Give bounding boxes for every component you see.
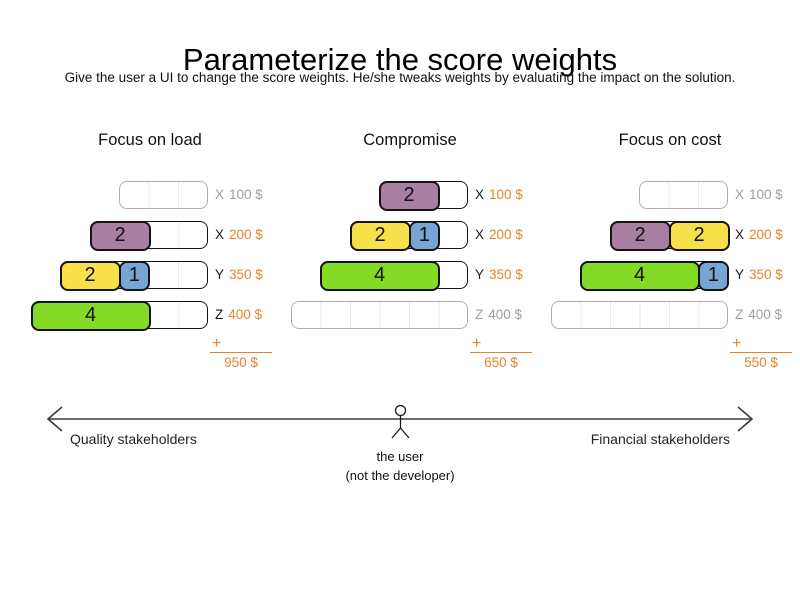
machine-name: X [475,187,485,202]
cost-sum: + 650 $ [470,335,532,370]
weight-block-purple: 2 [378,180,440,211]
capacity-bar-x200: 2 2 [609,220,730,251]
machine-cost: 350 $ [749,267,783,282]
machine-cost: 200 $ [229,227,263,242]
capacity-bar-y350: 4 1 [579,260,729,291]
capacity-bar-z400 [551,301,728,329]
machine-name: X [475,227,485,242]
capacity-bar-z400 [291,301,468,329]
machine-name: Y [215,267,225,282]
machine-name: Z [735,307,744,322]
row-label-x200: X 200 $ [215,221,263,249]
machine-name: X [735,227,745,242]
machine-name: X [215,187,225,202]
total-cost: 650 $ [470,352,532,370]
machine-cost: 400 $ [228,307,263,322]
capacity-bar-x100 [639,181,728,209]
machine-cost: 350 $ [489,267,523,282]
scenario-title: Focus on load [98,131,202,149]
weight-block-purple: 2 [89,220,151,251]
row-label-z400: Z 400 $ [215,301,262,329]
weight-block-yellow: 2 [349,220,411,251]
row-label-y350: Y 350 $ [215,261,263,289]
capacity-bar-x200: 2 [89,220,208,251]
machine-cost: 200 $ [489,227,523,242]
capacity-bar-x100 [119,181,208,209]
machine-name: X [215,227,225,242]
total-cost: 950 $ [210,352,272,370]
machine-name: Z [215,307,224,322]
machine-name: Z [475,307,484,322]
axis-label-financial-stakeholders: Financial stakeholders [590,431,730,447]
weight-block-blue: 1 [697,260,729,291]
scenario-focus-on-cost: Focus on cost X 100 $ 2 2 X 200 $ 4 1 Y 350… [540,131,800,381]
stick-figure-icon [391,404,410,439]
capacity-bar-y350: 2 1 [59,260,208,291]
row-label-x200: X 200 $ [475,221,523,249]
machine-name: Y [735,267,745,282]
machine-cost: 100 $ [489,187,523,202]
figure-caption-line2: (not the developer) [345,468,455,483]
row-label-z400: Z 400 $ [735,301,782,329]
weight-block-blue: 1 [118,260,150,291]
row-label-x100: X 100 $ [215,181,263,209]
machine-name: Y [475,267,485,282]
row-label-y350: Y 350 $ [475,261,523,289]
machine-cost: 100 $ [749,187,783,202]
scenario-title: Compromise [363,131,457,149]
subtitle: Give the user a UI to change the score w… [64,70,736,85]
machine-cost: 200 $ [749,227,783,242]
weight-block-yellow: 2 [59,260,121,291]
weight-block-green: 4 [319,260,440,291]
weight-block-yellow: 2 [668,220,730,251]
weight-block-green: 4 [30,300,151,331]
cost-sum: + 950 $ [210,335,272,370]
plus-icon: + [732,335,742,352]
machine-cost: 400 $ [748,307,783,322]
scenario-title: Focus on cost [618,131,722,149]
row-label-y350: Y 350 $ [735,261,783,289]
row-label-x100: X 100 $ [475,181,523,209]
stakeholder-spectrum-arrow [46,404,754,439]
weight-block-green: 4 [579,260,700,291]
plus-icon: + [212,335,222,352]
machine-name: X [735,187,745,202]
machine-cost: 350 $ [229,267,263,282]
machine-cost: 100 $ [229,187,263,202]
axis-label-quality-stakeholders: Quality stakeholders [70,431,197,447]
row-label-x200: X 200 $ [735,221,783,249]
machine-cost: 400 $ [488,307,523,322]
cost-sum: + 550 $ [730,335,792,370]
capacity-bar-z400: 4 [30,300,208,331]
weight-block-blue: 1 [408,220,440,251]
row-label-z400: Z 400 $ [475,301,522,329]
row-label-x100: X 100 $ [735,181,783,209]
capacity-bar-x200: 2 1 [349,220,468,251]
scenario-focus-on-load: Focus on load X 100 $ 2 X 200 $ 2 1 Y 350 $… [20,131,280,381]
capacity-bar-y350: 4 [319,260,468,291]
figure-caption-line1: the user [376,449,424,464]
plus-icon: + [472,335,482,352]
page-title: Parameterize the score weights [182,41,618,77]
capacity-bar-x100: 2 [378,180,468,211]
total-cost: 550 $ [730,352,792,370]
weight-block-purple: 2 [609,220,671,251]
